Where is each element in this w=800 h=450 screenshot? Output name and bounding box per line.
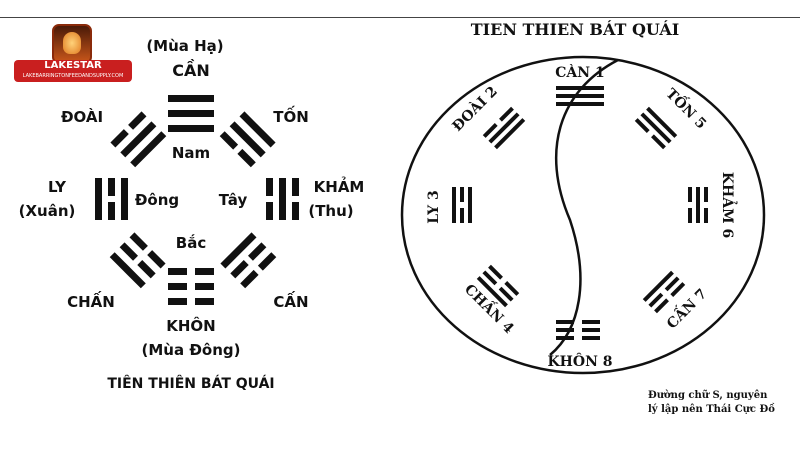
trigram-can-7	[642, 270, 686, 314]
lakestar-logo: LAKESTAR LAKEBARRINGTONFEEDANDSUPPLY.COM	[14, 24, 132, 86]
label-ly: LY	[48, 178, 67, 196]
label-thu: (Thu)	[308, 202, 353, 220]
label-dong: Đông	[135, 191, 179, 209]
left-caption: TIÊN THIÊN BÁT QUÁI	[107, 375, 274, 392]
label-chan: CHẤN	[67, 290, 115, 311]
trigram-can-top	[168, 95, 214, 132]
trigram-ly-left	[95, 178, 128, 220]
label-doai: ĐOÀI	[61, 107, 103, 126]
trigram-doai-2	[482, 106, 526, 150]
label-mua-dong: (Mùa Đông)	[142, 341, 241, 359]
label-ly-3: LY 3	[426, 190, 442, 224]
label-can-1: CÀN 1	[555, 63, 604, 81]
trigram-ly-3	[452, 187, 472, 223]
logo-banner: LAKESTAR LAKEBARRINGTONFEEDANDSUPPLY.COM	[14, 60, 132, 82]
label-kham-6: KHẢM 6	[719, 172, 739, 238]
right-bagua-diagram: TIEN THIEN BÁT QUÁI CÀN 1 ĐOÀI 2 TỐN 5 L…	[400, 19, 775, 415]
trigram-ton-upper-right	[219, 111, 276, 168]
trigram-khon-bottom	[168, 268, 214, 305]
right-title: TIEN THIEN BÁT QUÁI	[471, 19, 680, 39]
label-tay: Tây	[219, 191, 248, 209]
label-khon-8: KHÔN 8	[547, 352, 612, 370]
outer-circle	[400, 55, 766, 375]
trigram-doai-upper-left	[110, 111, 167, 168]
trigram-chan-4	[476, 264, 520, 308]
label-khon: KHÔN	[166, 316, 215, 335]
trigram-khon-8	[556, 320, 600, 340]
logo-face-icon	[63, 32, 81, 54]
trigram-can-lower-right	[220, 232, 277, 289]
note-line-2: lý lập nên Thái Cực Đồ	[648, 403, 775, 415]
trigram-kham-right	[266, 178, 299, 220]
logo-name: LAKESTAR	[44, 60, 102, 71]
label-can-top: CẦN	[172, 59, 210, 80]
top-divider	[0, 17, 800, 18]
logo-emblem	[52, 24, 92, 64]
label-kham: KHẢM	[314, 175, 365, 196]
label-can-bottom: CẤN	[273, 290, 308, 311]
label-mua-ha: (Mùa Hạ)	[146, 37, 223, 55]
label-can-7: CẤN 7	[661, 283, 710, 332]
trigram-kham-6	[688, 187, 708, 223]
trigram-chan-lower-left	[109, 232, 166, 289]
note-line-1: Đường chữ S, nguyên	[648, 390, 768, 401]
label-ton: TỐN	[273, 105, 309, 126]
left-bagua-panel: (Mùa Hạ) CẦN Nam ĐOÀI TỐN LY (Xuân) Đông…	[14, 24, 365, 392]
trigram-ton-5	[634, 106, 678, 150]
right-bagua-panel: TIEN THIEN BÁT QUÁI CÀN 1 ĐOÀI 2 TỐN 5 L…	[400, 0, 800, 450]
label-ton-5: TỐN 5	[662, 83, 712, 133]
logo-url: LAKEBARRINGTONFEEDANDSUPPLY.COM	[22, 73, 124, 79]
label-bac: Bắc	[176, 233, 206, 252]
left-bagua-diagram: (Mùa Hạ) CẦN Nam ĐOÀI TỐN LY (Xuân) Đông…	[19, 37, 365, 392]
label-nam: Nam	[172, 144, 210, 162]
label-xuan: (Xuân)	[19, 202, 76, 220]
trigram-can-1	[556, 86, 604, 106]
